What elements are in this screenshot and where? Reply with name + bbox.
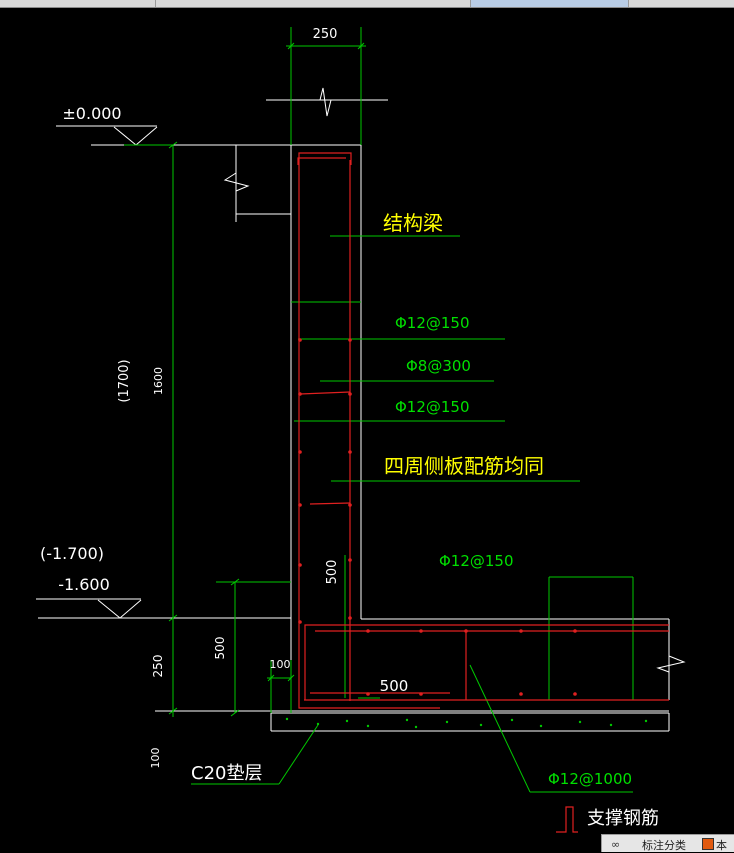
dim-haunch-vertical: 500 xyxy=(325,560,340,585)
tab-segment[interactable] xyxy=(156,0,471,7)
label-support-rebar: 支撑钢筋 xyxy=(587,808,659,829)
link-icon[interactable]: ∞ xyxy=(611,838,621,851)
color-swatch[interactable] xyxy=(702,838,714,850)
support-rebar-symbol xyxy=(556,806,578,833)
level-ground: ±0.000 xyxy=(62,104,121,123)
dim-top-width: 250 xyxy=(313,27,338,42)
label-cushion: C20垫层 xyxy=(191,763,262,784)
dimension-lines xyxy=(124,27,634,793)
dim-haunch-height: 500 xyxy=(213,637,227,660)
label-rebar-4: Φ12@150 xyxy=(439,552,514,570)
tab-segment[interactable] xyxy=(0,0,156,7)
label-rebar-2: Φ8@300 xyxy=(406,357,471,375)
window-tab-strip xyxy=(0,0,734,8)
status-bar: ∞ 标注分类 本 xyxy=(601,834,734,852)
dim-base-height: 250 xyxy=(151,655,165,678)
label-rebar-5: Φ12@1000 xyxy=(548,770,632,788)
dim-pad-offset: 100 xyxy=(270,658,291,671)
dim-toe-length: 500 xyxy=(380,677,409,695)
level-bottom-alt: (-1.700) xyxy=(40,544,104,563)
label-side-note: 四周侧板配筋均同 xyxy=(384,454,544,478)
dim-pad-height: 100 xyxy=(149,748,162,769)
rebar-lines xyxy=(297,152,669,709)
rebar-dots xyxy=(298,338,577,696)
dim-wall-height: 1600 xyxy=(152,367,165,395)
label-structural-beam: 结构梁 xyxy=(383,211,443,235)
tab-segment-active[interactable] xyxy=(471,0,629,7)
label-rebar-1: Φ12@150 xyxy=(395,314,470,332)
cad-drawing-canvas[interactable]: 250 ±0.000 (1700) 1600 (-1.700) -1.600 5… xyxy=(0,8,734,834)
tab-segment[interactable] xyxy=(629,0,734,7)
annotation-category-label[interactable]: 标注分类 xyxy=(642,839,686,852)
level-bottom: -1.600 xyxy=(58,575,110,594)
dim-total-height: (1700) xyxy=(117,359,132,402)
label-rebar-3: Φ12@150 xyxy=(395,398,470,416)
cushion-hatch xyxy=(285,717,648,729)
wall-outline xyxy=(36,87,686,732)
status-label-2[interactable]: 本 xyxy=(716,839,727,852)
